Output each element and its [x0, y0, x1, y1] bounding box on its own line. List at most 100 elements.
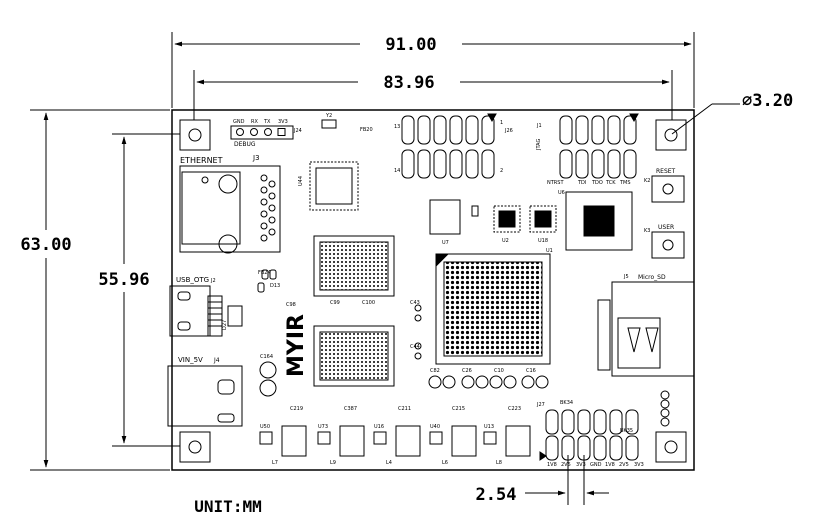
debug-pin-3v3: 3V3	[278, 119, 288, 125]
dim-pin-pitch: 2.54	[476, 485, 517, 505]
j27-label: J27	[536, 402, 545, 408]
reset-label: RESET	[656, 168, 676, 175]
bottom-pin-3: GND	[590, 462, 602, 468]
ethernet-connector	[179, 165, 281, 254]
user-button	[651, 231, 685, 259]
reset-button	[651, 175, 685, 203]
cap-row-0: C219	[290, 406, 303, 412]
reg-u73: U73	[318, 424, 328, 430]
crystal-y2	[321, 119, 337, 129]
ind-l4: L4	[386, 460, 392, 466]
jtag-label: JTAG	[536, 139, 542, 151]
debug-label: DEBUG	[234, 141, 256, 148]
debug-pin-gnd: GND	[233, 119, 245, 125]
j1-label: J1	[536, 123, 542, 129]
j24-label: J24	[293, 128, 302, 134]
cap-row-1: C387	[344, 406, 357, 412]
u2-label: U2	[502, 238, 509, 244]
j26-pin-2: 2	[500, 168, 503, 174]
k3-label: K3	[644, 228, 650, 234]
cap-mid-0: C82	[430, 368, 440, 374]
fb24-label: FB24	[258, 270, 271, 276]
debug-header	[230, 125, 294, 140]
header-j27	[539, 409, 639, 461]
u2-chip	[493, 205, 521, 233]
u1-soc	[435, 253, 551, 365]
cap-mid-1: C26	[462, 368, 472, 374]
ddr-chip-bottom	[313, 325, 395, 387]
vin-5v-connector	[167, 365, 243, 427]
svg-text:MYIR: MYIR	[284, 314, 309, 377]
reg-u40: U40	[430, 424, 440, 430]
usb-otg-connector	[169, 285, 223, 337]
j4-label: J4	[213, 357, 220, 364]
debug-pin-rx: RX	[251, 119, 258, 125]
ind-l6: L6	[442, 460, 448, 466]
cap-top-0: C98	[286, 302, 296, 308]
k2-label: K2	[644, 178, 650, 184]
myir-logo: MYIR	[284, 314, 309, 377]
dim-hole-diameter: ∅3.20	[742, 91, 793, 111]
d13-label: D13	[270, 283, 280, 289]
cap-row-4: C223	[508, 406, 521, 412]
j5-label: J5	[623, 274, 629, 280]
c164-label: C164	[260, 354, 273, 360]
j2-label: J2	[210, 278, 216, 284]
micro-sd-slot	[597, 281, 695, 377]
j26-pin-1: 1	[500, 120, 503, 126]
d27-label: D27	[222, 320, 228, 330]
ind-l9: L9	[330, 460, 336, 466]
power-section	[259, 425, 531, 457]
bottom-pin-4: 1V8	[605, 462, 615, 468]
u44-label: U44	[298, 176, 304, 186]
user-label: USER	[658, 224, 674, 231]
ddr-chip-top	[313, 235, 395, 297]
cap-row-2: C211	[398, 406, 411, 412]
board-outline	[171, 109, 695, 471]
u7-label: U7	[442, 240, 449, 246]
dim-hole-spacing-y: 55.96	[98, 270, 149, 290]
jtag-pin-ntrst: NTRST	[547, 180, 564, 186]
bottom-pin-1: 2V5	[561, 462, 571, 468]
header-jtag	[559, 113, 639, 179]
micro-sd-label: Micro_SD	[638, 274, 666, 281]
bottom-pin-5: 2V5	[619, 462, 629, 468]
unit-label: UNIT:MM	[194, 497, 261, 516]
cap-top-3: C43	[410, 300, 420, 306]
u1-label: U1	[546, 248, 553, 254]
ind-l8: L8	[496, 460, 502, 466]
header-j26	[401, 113, 497, 179]
cap-top-4: C44	[410, 344, 420, 350]
dim-overall-height: 63.00	[20, 235, 71, 255]
j26-pin-13: 13	[394, 124, 400, 130]
bottom-pin-6: 3V3	[634, 462, 644, 468]
reg-u50: U50	[260, 424, 270, 430]
u7-chip	[429, 199, 461, 235]
u44-chip	[309, 161, 359, 211]
cap-top-1: C99	[330, 300, 340, 306]
u18-chip	[529, 205, 557, 233]
u6-chip	[565, 191, 633, 251]
dim-overall-width: 91.00	[385, 35, 436, 55]
misc-components	[227, 205, 670, 427]
bottom-pin-2: 3V3	[576, 462, 586, 468]
y2-label: Y2	[325, 113, 332, 119]
jtag-pin-tdo: TDO	[591, 180, 603, 186]
u18-label: U18	[538, 238, 548, 244]
debug-pin-tx: TX	[263, 119, 271, 125]
bottom-pin-0: 1V8	[547, 462, 557, 468]
mounting-holes	[179, 119, 687, 463]
jtag-pin-tck: TCK	[605, 180, 616, 186]
cap-top-2: C100	[362, 300, 375, 306]
vin-5v-label: VIN_5V	[178, 356, 203, 364]
j3-label: J3	[252, 154, 260, 162]
bk35-label: BK35	[620, 428, 633, 434]
jtag-pin-tms: TMS	[619, 180, 631, 186]
ethernet-label: ETHERNET	[180, 156, 223, 165]
fb20-label: FB20	[360, 127, 373, 133]
usb-otg-label: USB_OTG	[176, 276, 209, 284]
j26-label: J26	[504, 128, 513, 134]
bk34-label: BK34	[560, 400, 573, 406]
u6-label: U6	[558, 190, 565, 196]
